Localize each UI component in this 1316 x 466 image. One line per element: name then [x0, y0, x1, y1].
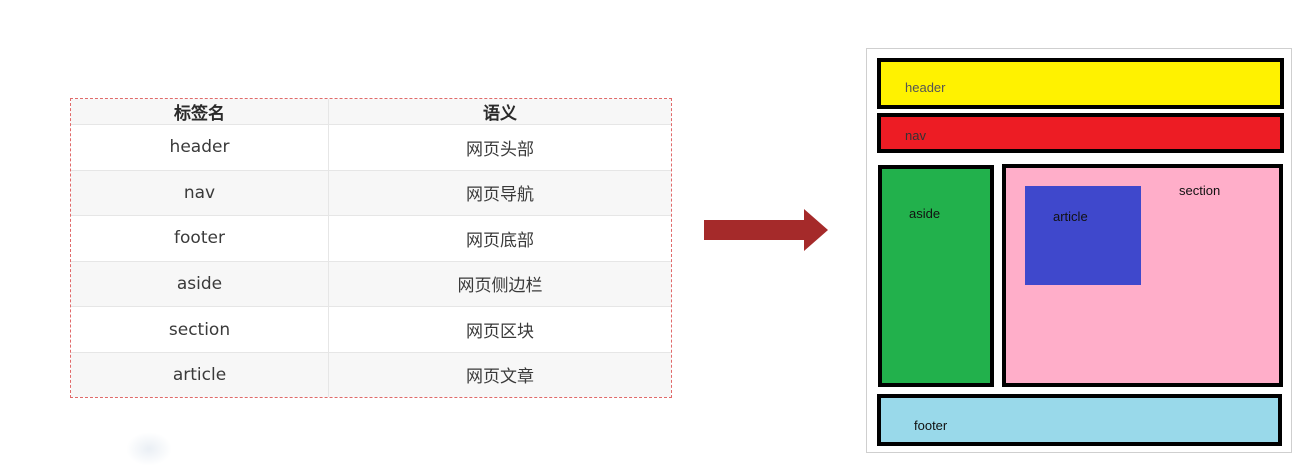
- faded-decoration: [126, 432, 172, 466]
- tag-name-cell: article: [71, 352, 329, 397]
- right-arrow-icon: [704, 209, 828, 251]
- tag-name-cell: nav: [71, 170, 329, 217]
- diagram-footer-label: footer: [914, 418, 948, 433]
- tag-table: 标签名 语义 header 网页头部 nav 网页导航 footer 网页底部 …: [71, 99, 671, 397]
- tag-meaning-cell: 网页头部: [328, 124, 671, 171]
- table-row: aside 网页侧边栏: [71, 261, 671, 308]
- table-row: article 网页文章: [71, 352, 671, 397]
- tag-meaning-cell: 网页导航: [328, 170, 671, 217]
- tag-name-cell: aside: [71, 261, 329, 308]
- diagram-article-label: article: [1053, 209, 1088, 224]
- diagram-article-block: article: [1025, 186, 1141, 285]
- tag-meaning-cell: 网页区块: [328, 306, 671, 353]
- layout-diagram: header nav aside section article footer: [866, 48, 1292, 453]
- tag-name-cell: section: [71, 306, 329, 353]
- diagram-aside-label: aside: [909, 206, 941, 221]
- table-row: header 网页头部: [71, 124, 671, 171]
- tag-name-cell: header: [71, 124, 329, 171]
- diagram-nav-label: nav: [905, 128, 926, 143]
- diagram-footer-block: footer: [877, 394, 1282, 446]
- semantic-tag-table: 标签名 语义 header 网页头部 nav 网页导航 footer 网页底部 …: [70, 98, 672, 398]
- diagram-section-label: section: [1179, 183, 1221, 198]
- column-header-meaning: 语义: [328, 99, 671, 125]
- column-header-tag-name: 标签名: [71, 99, 329, 125]
- diagram-aside-block: aside: [878, 165, 994, 387]
- table-row: footer 网页底部: [71, 215, 671, 262]
- tag-meaning-cell: 网页侧边栏: [328, 261, 671, 308]
- diagram-nav-block: nav: [877, 113, 1284, 153]
- diagram-header-label: header: [905, 80, 946, 95]
- table-row: section 网页区块: [71, 306, 671, 353]
- table-header-row: 标签名 语义: [71, 99, 671, 125]
- tag-meaning-cell: 网页文章: [328, 352, 671, 397]
- table-row: nav 网页导航: [71, 170, 671, 217]
- tag-name-cell: footer: [71, 215, 329, 262]
- diagram-header-block: header: [877, 58, 1284, 109]
- tag-meaning-cell: 网页底部: [328, 215, 671, 262]
- diagram-section-block: section article: [1002, 164, 1283, 387]
